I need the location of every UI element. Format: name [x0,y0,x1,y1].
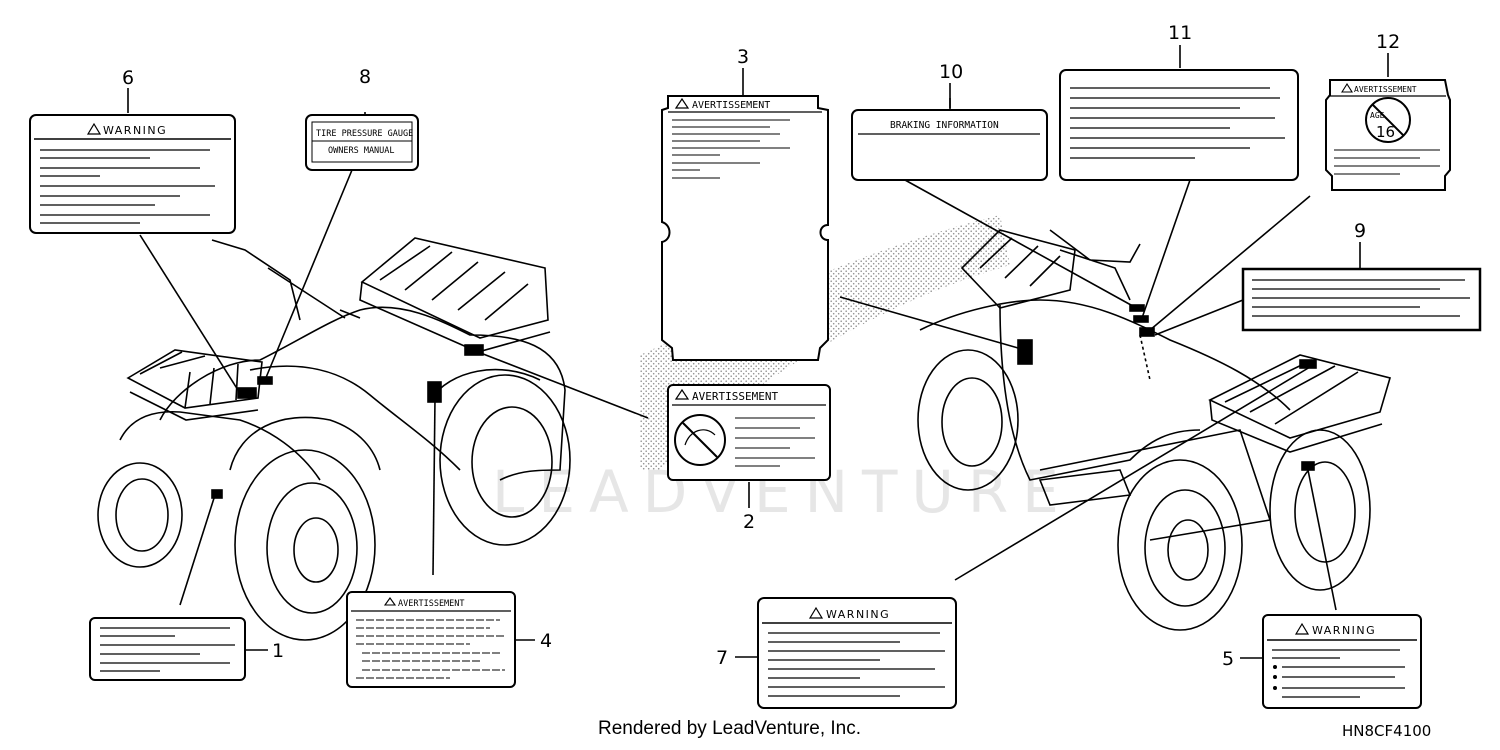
diagram-code: HN8CF4100 [1342,722,1432,740]
age-text: AGE [1370,111,1385,120]
no-passenger-icon [674,414,726,466]
callout-10: 10 [939,61,963,83]
braking-text: BRAKING INFORMATION [890,120,999,131]
label-12-age-warning[interactable]: AVERTISSEMENT AGE 16 [1325,79,1451,191]
age-restriction-icon [1365,97,1411,143]
callout-1: 1 [272,640,284,662]
label-9[interactable] [1241,267,1482,332]
render-credit: Rendered by LeadVenture, Inc. [598,718,862,739]
label-1[interactable] [89,617,246,681]
callout-6: 6 [122,67,134,89]
callout-4: 4 [540,630,552,652]
owners-manual-text: OWNERS MANUAL [328,146,395,156]
label-5-title: WARNING [1312,624,1376,637]
label-8-tire-gauge[interactable]: TIRE PRESSURE GAUGE OWNERS MANUAL [305,114,419,171]
label-4-avertissement[interactable]: AVERTISSEMENT [346,591,516,688]
label-2-avertissement[interactable]: AVERTISSEMENT [667,384,831,481]
callout-7: 7 [716,647,728,669]
label-7-title: WARNING [826,608,890,621]
callout-8: 8 [359,66,371,88]
label-11[interactable] [1059,69,1299,181]
atv-rear-view [917,229,1392,631]
label-3-avertissement[interactable]: AVERTISSEMENT [661,95,829,361]
callout-3: 3 [737,46,749,68]
callout-2: 2 [743,511,755,533]
callout-11: 11 [1168,22,1192,44]
label-2-title: AVERTISSEMENT [692,390,778,403]
label-6-warning[interactable]: WARNING [29,114,236,234]
age-number: 16 [1376,123,1395,141]
callout-9: 9 [1354,220,1366,242]
callout-5: 5 [1222,648,1234,670]
leader-lines [127,45,1389,659]
label-5-warning[interactable]: WARNING [1262,614,1422,709]
label-4-title: AVERTISSEMENT [398,599,465,609]
label-7-warning[interactable]: WARNING [757,597,957,709]
callout-12: 12 [1376,31,1400,53]
label-12-title: AVERTISSEMENT [1354,85,1417,94]
label-10-braking[interactable]: BRAKING INFORMATION [851,109,1048,181]
label-6-title: WARNING [103,124,167,137]
atv-front-view [97,237,571,641]
tire-gauge-text: TIRE PRESSURE GAUGE [316,129,413,139]
label-3-title: AVERTISSEMENT [692,100,770,111]
